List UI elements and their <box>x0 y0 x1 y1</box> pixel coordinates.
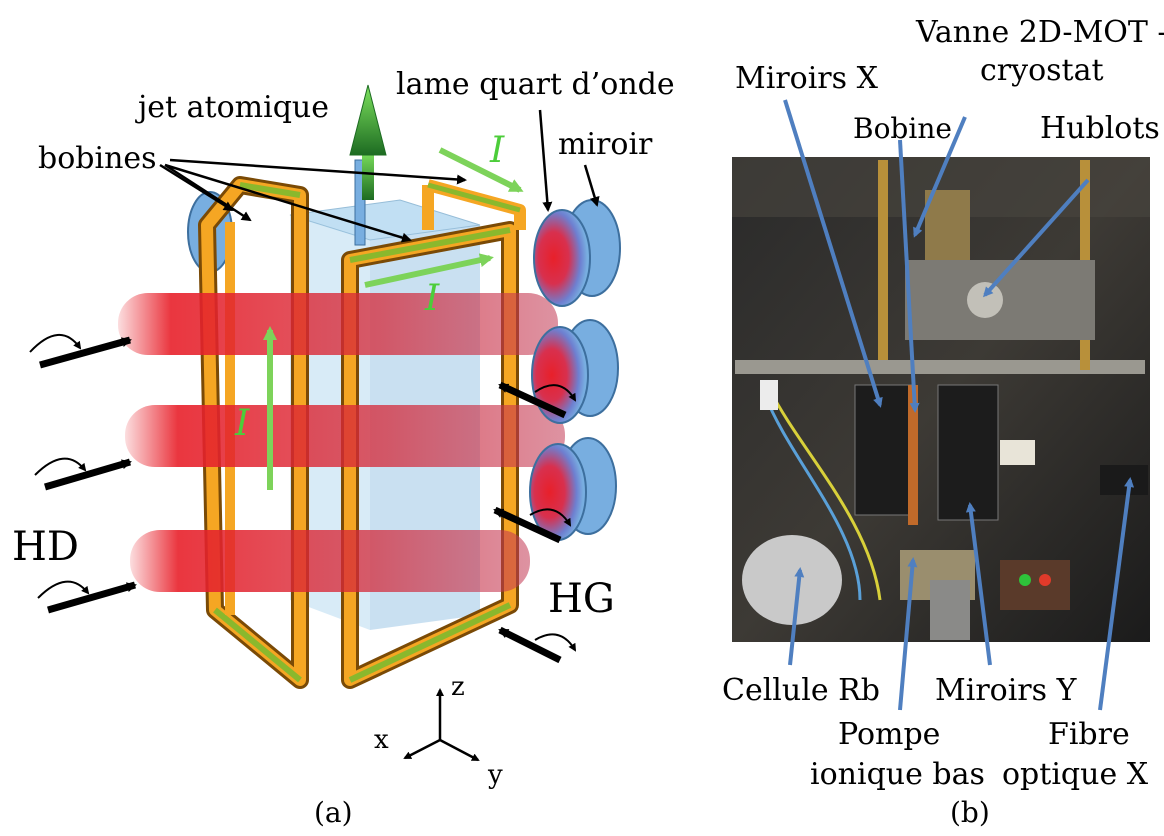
axis-label-y: y <box>487 760 503 790</box>
panel-b: Vanne 2D-MOT - cryostat Miroirs X Bobine… <box>722 15 1164 829</box>
label-jet-atomique: jet atomique <box>135 90 329 125</box>
label-hg: HG <box>548 576 615 622</box>
beam-bottom <box>130 530 530 592</box>
label-bobines: bobines <box>38 141 157 176</box>
label-miroirs-x: Miroirs X <box>735 61 879 96</box>
mirror-stack <box>529 199 621 541</box>
beam-middle <box>125 405 565 467</box>
axis-label-z: z <box>451 672 465 702</box>
current-label-top: I <box>489 130 505 171</box>
caption-a: (a) <box>314 796 353 829</box>
label-vanne-line1: Vanne 2D-MOT - <box>915 15 1164 50</box>
label-pompe-line2: ionique bas <box>810 757 985 792</box>
current-arrow-side <box>364 253 494 288</box>
label-fibre-line2: optique X <box>1002 757 1149 792</box>
label-vanne-line2: cryostat <box>980 53 1104 88</box>
polarization-arrows-left <box>29 333 137 614</box>
label-hd: HD <box>12 524 79 570</box>
current-arrow-top <box>438 147 524 193</box>
current-label-side: I <box>424 278 440 319</box>
label-pointers-a <box>159 109 600 243</box>
label-hublots: Hublots <box>1040 111 1160 146</box>
label-miroirs-y: Miroirs Y <box>935 673 1078 708</box>
label-lame-quart-donde: lame quart d’onde <box>396 67 675 102</box>
label-pointers-b <box>783 99 1135 711</box>
beam-top <box>118 293 558 355</box>
caption-b: (b) <box>950 796 990 829</box>
axis-label-x: x <box>374 725 389 755</box>
label-fibre-line1: Fibre <box>1048 717 1130 752</box>
label-cellule-rb: Cellule Rb <box>722 673 880 708</box>
label-miroir: miroir <box>558 127 653 162</box>
label-bobine: Bobine <box>853 112 952 145</box>
current-label-vertical: I <box>234 403 250 444</box>
laser-beams <box>118 293 565 592</box>
atomic-jet-arrow <box>349 84 387 246</box>
panel-a: I I I jet atomique lame quart d’onde bob… <box>12 67 675 829</box>
apparatus-photo <box>732 157 1150 642</box>
polarization-arrows-right <box>493 381 577 664</box>
coordinate-axes <box>403 688 480 762</box>
current-arrows <box>263 147 524 490</box>
label-pompe-line1: Pompe <box>838 717 940 752</box>
